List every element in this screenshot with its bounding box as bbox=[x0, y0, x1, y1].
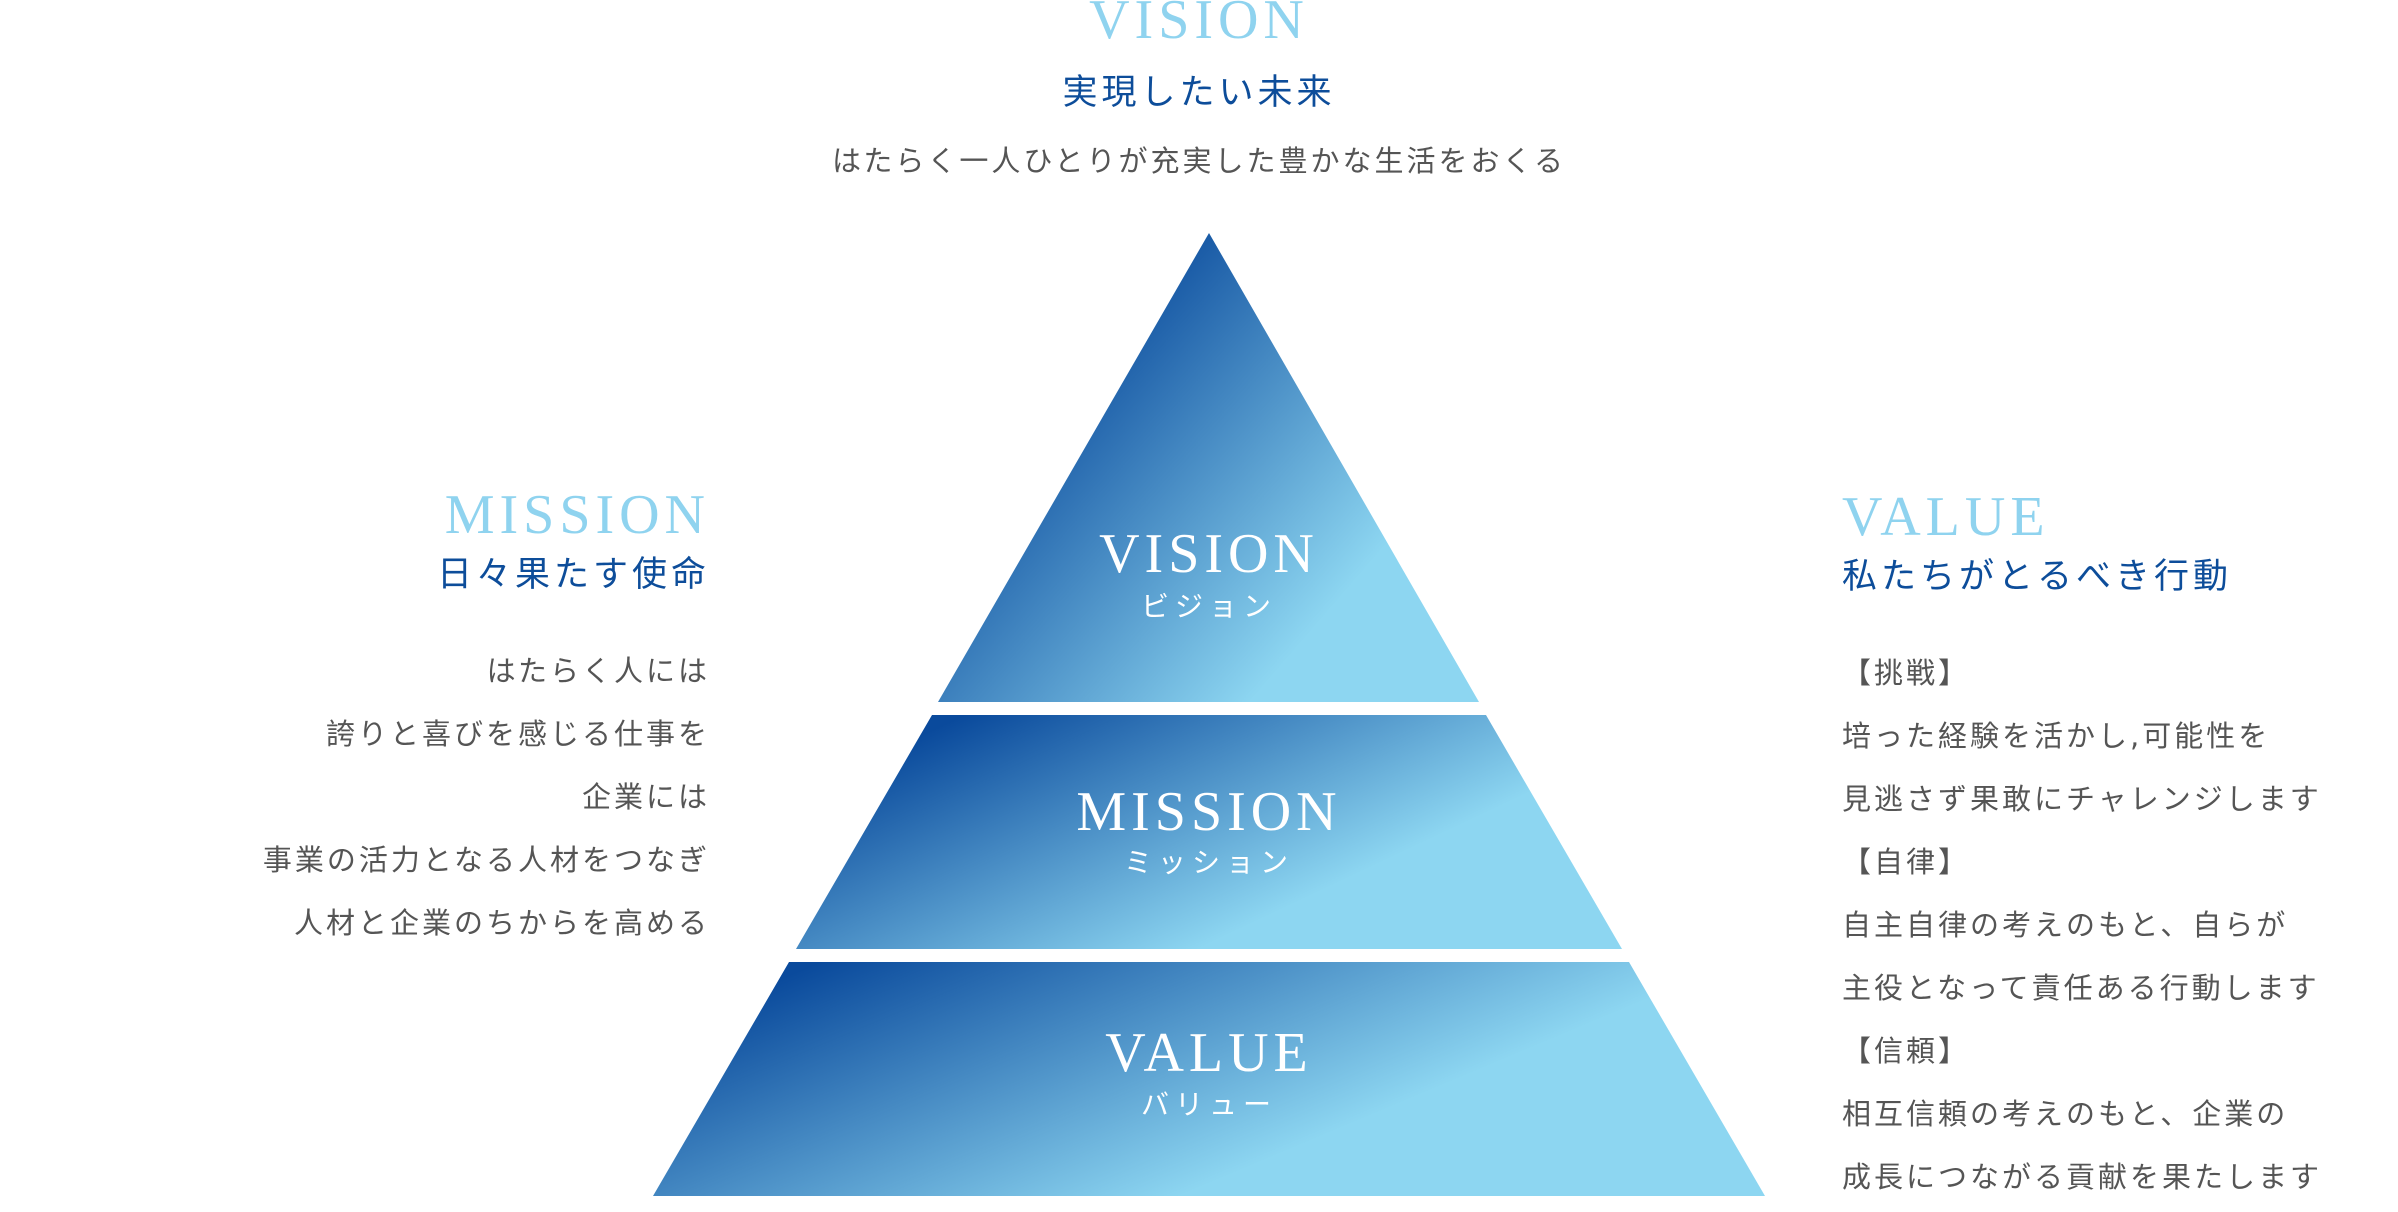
mission-line: 企業には bbox=[581, 780, 710, 814]
value-line: 見逃さず果敢にチャレンジします bbox=[1842, 782, 2322, 816]
value-line: 成長につながる貢献を果たします bbox=[1842, 1160, 2323, 1194]
value-subheading: 私たちがとるべき行動 bbox=[1842, 557, 2233, 597]
mission-line: はたらく人には bbox=[486, 654, 710, 688]
value-line: 培った経験を活かし,可能性を bbox=[1842, 719, 2271, 753]
tier-vision-jp: ビジョン bbox=[1141, 590, 1277, 623]
value-line: 主役となって責任ある行動します bbox=[1842, 971, 2320, 1005]
pyramid-tier-value bbox=[653, 962, 1765, 1196]
value-line: 【挑戦】 bbox=[1842, 656, 1971, 690]
mission-subheading: 日々果たす使命 bbox=[436, 555, 710, 595]
mission-line: 誇りと喜びを感じる仕事を bbox=[325, 717, 710, 751]
mission-line: 人材と企業のちからを高める bbox=[293, 906, 710, 940]
value-line: 【自律】 bbox=[1842, 845, 1971, 879]
tier-label-mission: MISSION ミッション bbox=[1076, 781, 1341, 879]
mission-heading: MISSION bbox=[444, 484, 710, 546]
tier-value-en: VALUE bbox=[1105, 1022, 1313, 1084]
top-vision-description: はたらく一人ひとりが充実した豊かな生活をおくる bbox=[832, 144, 1566, 178]
top-vision-heading: VISION bbox=[1089, 0, 1309, 51]
mission-block: MISSION 日々果たす使命 はたらく人には 誇りと喜びを感じる仕事を 企業に… bbox=[263, 480, 710, 955]
tier-mission-en: MISSION bbox=[1076, 781, 1341, 843]
tier-mission-jp: ミッション bbox=[1124, 846, 1294, 879]
value-line: 【信頼】 bbox=[1842, 1034, 1971, 1068]
value-line: 相互信頼の考えのもと、企業の bbox=[1842, 1097, 2289, 1131]
value-heading: VALUE bbox=[1842, 486, 2050, 548]
tier-value-jp: バリュー bbox=[1141, 1088, 1277, 1121]
tier-label-value: VALUE バリュー bbox=[1105, 1022, 1313, 1121]
pyramid-tier-vision bbox=[938, 233, 1479, 702]
tier-vision-en: VISION bbox=[1099, 523, 1319, 585]
mission-description: はたらく人には 誇りと喜びを感じる仕事を 企業には 事業の活力となる人材をつなぎ… bbox=[263, 640, 710, 955]
value-line: 自主自律の考えのもと、自らが bbox=[1842, 908, 2289, 942]
value-block: VALUE 私たちがとるべき行動 【挑戦】 培った経験を活かし,可能性を 見逃さ… bbox=[1842, 482, 2322, 1209]
value-description: 【挑戦】 培った経験を活かし,可能性を 見逃さず果敢にチャレンジします 【自律】… bbox=[1842, 642, 2322, 1209]
tier-label-vision: VISION ビジョン bbox=[1099, 523, 1319, 623]
pyramid-tier-mission bbox=[796, 715, 1622, 949]
top-vision-subheading: 実現したい未来 bbox=[1062, 73, 1336, 113]
mission-line: 事業の活力となる人材をつなぎ bbox=[262, 843, 710, 877]
